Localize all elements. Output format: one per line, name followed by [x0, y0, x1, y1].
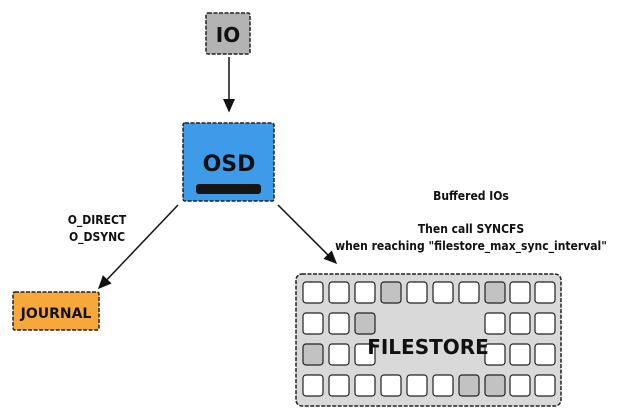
node-filestore: FILESTORE	[295, 273, 562, 407]
edge-osd-to-filestore	[277, 204, 338, 265]
filestore-cell	[302, 374, 324, 397]
filestore-cell	[534, 312, 556, 335]
node-osd: OSD	[182, 122, 275, 202]
filestore-cell	[458, 374, 480, 397]
filestore-notes: Buffered IOs Then call SYNCFS when reach…	[335, 189, 607, 254]
filestore-cell	[302, 343, 324, 366]
filestore-cell	[380, 281, 402, 304]
filestore-cell	[432, 374, 454, 397]
filestore-cell	[302, 281, 324, 304]
node-journal-label: JOURNAL	[20, 306, 92, 322]
note-then-call-syncfs: Then call SYNCFS	[418, 222, 524, 236]
filestore-cell	[328, 312, 350, 335]
journal-flags: O_DIRECT O_DSYNC	[68, 213, 127, 245]
node-io: IO	[205, 12, 251, 55]
filestore-cell	[484, 374, 506, 397]
node-filestore-box	[295, 273, 562, 407]
filestore-cell	[509, 374, 531, 397]
filestore-cell	[354, 374, 376, 397]
node-io-label: IO	[216, 23, 240, 47]
node-journal-box	[12, 291, 100, 331]
filestore-cell	[328, 281, 350, 304]
node-journal: JOURNAL	[12, 291, 100, 331]
filestore-cell	[534, 281, 556, 304]
journal-flag-o-direct: O_DIRECT	[68, 213, 127, 228]
filestore-cell	[509, 343, 531, 366]
filestore-cell	[328, 374, 350, 397]
note-buffered-ios: Buffered IOs	[433, 189, 509, 203]
filestore-cell	[354, 281, 376, 304]
filestore-cell	[380, 374, 402, 397]
filestore-cell	[328, 343, 350, 366]
osd-slot-bar	[196, 184, 261, 194]
filestore-cell	[458, 281, 480, 304]
node-io-box	[205, 12, 251, 55]
filestore-cell	[354, 312, 376, 335]
filestore-cell	[406, 374, 428, 397]
filestore-cell	[534, 343, 556, 366]
filestore-cell	[534, 374, 556, 397]
journal-flag-o-dsync: O_DSYNC	[69, 230, 125, 245]
filestore-cell	[484, 281, 506, 304]
node-osd-label: OSD	[203, 152, 256, 177]
note-sync-interval: when reaching "filestore_max_sync_interv…	[335, 239, 607, 254]
node-filestore-label: FILESTORE	[367, 335, 489, 359]
filestore-cell	[302, 312, 324, 335]
filestore-cell	[406, 281, 428, 304]
edge-osd-to-journal	[97, 204, 179, 290]
node-osd-box	[182, 122, 275, 202]
filestore-cell	[354, 343, 376, 366]
filestore-cell	[509, 312, 531, 335]
filestore-cell	[484, 343, 506, 366]
filestore-cell	[509, 281, 531, 304]
filestore-cell	[432, 281, 454, 304]
filestore-cell	[484, 312, 506, 335]
filestore-cell-grid	[302, 281, 556, 397]
